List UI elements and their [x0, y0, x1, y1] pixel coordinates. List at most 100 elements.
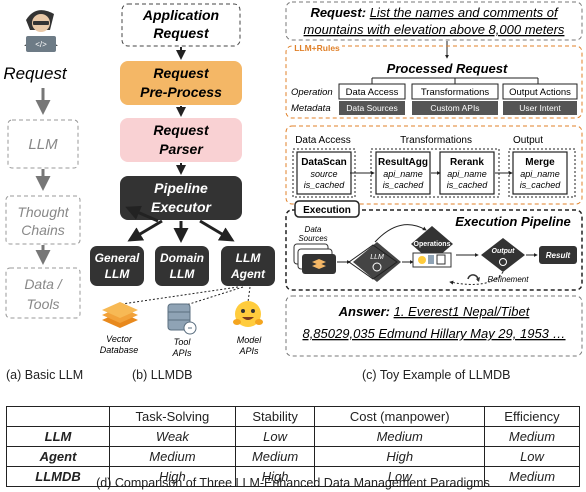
- pre-process-label: Request: [153, 65, 210, 81]
- row-label: LLMDB: [6, 466, 110, 487]
- execution-frame: [285, 209, 583, 291]
- svg-text:APIs: APIs: [238, 346, 259, 356]
- plan-header-transformations: Transformations: [400, 135, 472, 146]
- metadata-chip: User Intent: [519, 103, 561, 113]
- operation-chips: Data Access Transformations Output Actio…: [338, 83, 578, 100]
- operator-text: api_name: [383, 169, 423, 179]
- panel-a-caption: (a) Basic LLM: [6, 368, 84, 382]
- operator-text: is_cached: [304, 180, 346, 190]
- data-tools-box: [5, 267, 81, 319]
- application-request-box: [121, 3, 241, 47]
- parser-label: Request: [153, 122, 210, 138]
- tool-apis-label: Tool: [174, 337, 192, 347]
- operator-text: api_name: [447, 169, 487, 179]
- svg-text:LLM: LLM: [105, 267, 131, 281]
- plan-header-data-access: Data Access: [295, 135, 351, 146]
- table-header-row: Task-Solving Stability Cost (manpower) E…: [6, 406, 581, 427]
- table-header-cell: Efficiency: [483, 406, 581, 427]
- execution-tag: Execution: [303, 205, 351, 216]
- document-icon: [436, 254, 446, 265]
- table-header-cell: Task-Solving: [109, 406, 236, 427]
- execution-pipeline-title: Execution Pipeline: [455, 214, 571, 229]
- table-cell: Low: [314, 466, 485, 487]
- svg-text:Executor: Executor: [151, 199, 212, 215]
- panel-b-caption: (b) LLMDB: [132, 368, 193, 382]
- processed-request-frame: [285, 45, 583, 119]
- metadata-row-label: Metadata: [291, 103, 331, 114]
- parser-box: [120, 118, 242, 162]
- vector-database-label: Vector: [106, 334, 133, 344]
- refinement-icon: [467, 274, 480, 282]
- comparison-table: Task-Solving Stability Cost (manpower) E…: [6, 406, 581, 487]
- svg-text:Sources: Sources: [298, 234, 327, 243]
- vector-database-icon: [102, 302, 138, 328]
- operation-chip: Transformations: [421, 87, 490, 98]
- plan-frame: [285, 125, 583, 205]
- table-header-cell: Cost (manpower): [314, 406, 485, 427]
- request-line-2: mountains with elevation above 8,000 met…: [304, 22, 565, 37]
- table-cell: High: [314, 446, 485, 467]
- data-tools-label: Data /Tools: [24, 276, 63, 312]
- table-row: Agent Medium Medium High Low: [6, 446, 581, 467]
- metadata-chip: Data Sources: [346, 103, 398, 113]
- operator-text: ResultAgg: [378, 157, 428, 168]
- openai-icon: [372, 262, 382, 272]
- operator-text: is_cached: [447, 180, 489, 190]
- operator-text: source: [310, 169, 337, 179]
- operation-row-label: Operation: [291, 87, 333, 98]
- llm-agent-label: LLM: [236, 251, 262, 265]
- table-cell: Low: [234, 426, 316, 447]
- table-cell: Low: [483, 446, 581, 467]
- llm-node-label: LLM: [370, 254, 384, 261]
- metadata-chip: Custom APIs: [430, 103, 479, 113]
- svg-text:APIs: APIs: [171, 348, 192, 358]
- svg-text:Agent: Agent: [230, 267, 266, 281]
- table-cell: Medium: [109, 446, 236, 467]
- result-node-label: Result: [546, 251, 571, 260]
- svg-text:Pre-Process: Pre-Process: [140, 84, 222, 100]
- output-node-label: Output: [492, 248, 516, 255]
- table-cell: Medium: [314, 426, 485, 447]
- request-box: [285, 1, 583, 41]
- operator-boxes: DataScansourceis_cachedResultAggapi_name…: [296, 151, 568, 195]
- row-label: Agent: [6, 446, 110, 467]
- operator-text: DataScan: [301, 157, 347, 168]
- user-hacker-icon: </>: [24, 10, 58, 52]
- general-llm-box: [90, 246, 144, 286]
- pipeline-executor-box: [120, 176, 242, 220]
- refinement-label: Refinement: [488, 275, 530, 284]
- operator-text: is_cached: [383, 180, 425, 190]
- openai-icon: [499, 258, 507, 266]
- row-label: LLM: [6, 426, 110, 447]
- table-header-cell: [6, 406, 110, 427]
- data-sources-label: Data: [305, 225, 322, 234]
- output-node: [481, 238, 525, 272]
- table-cell: High: [109, 466, 236, 487]
- svg-text:Parser: Parser: [159, 141, 204, 157]
- llm-step-label: LLM: [28, 136, 58, 153]
- tool-apis-icon: [167, 303, 197, 335]
- table-cell: High: [234, 466, 316, 487]
- plan-header-output: Output: [513, 135, 543, 146]
- thought-chains-box: [5, 195, 81, 245]
- svg-text:</>: </>: [35, 40, 47, 49]
- operator-text: api_name: [520, 169, 560, 179]
- result-node: [539, 246, 577, 264]
- svg-text:LLM: LLM: [170, 267, 196, 281]
- operator-text: Rerank: [450, 157, 484, 168]
- general-llm-label: General: [95, 251, 140, 265]
- arrow-to-agent: [199, 219, 235, 242]
- llm-agent-box: [221, 246, 275, 286]
- table-cell: Weak: [109, 426, 236, 447]
- table-cell: Medium: [234, 446, 316, 467]
- request-label: Request: [3, 64, 68, 83]
- arrow-to-general: [127, 219, 163, 242]
- metadata-chips: Data Sources Custom APIs User Intent: [339, 101, 577, 115]
- operator-text: is_cached: [520, 180, 562, 190]
